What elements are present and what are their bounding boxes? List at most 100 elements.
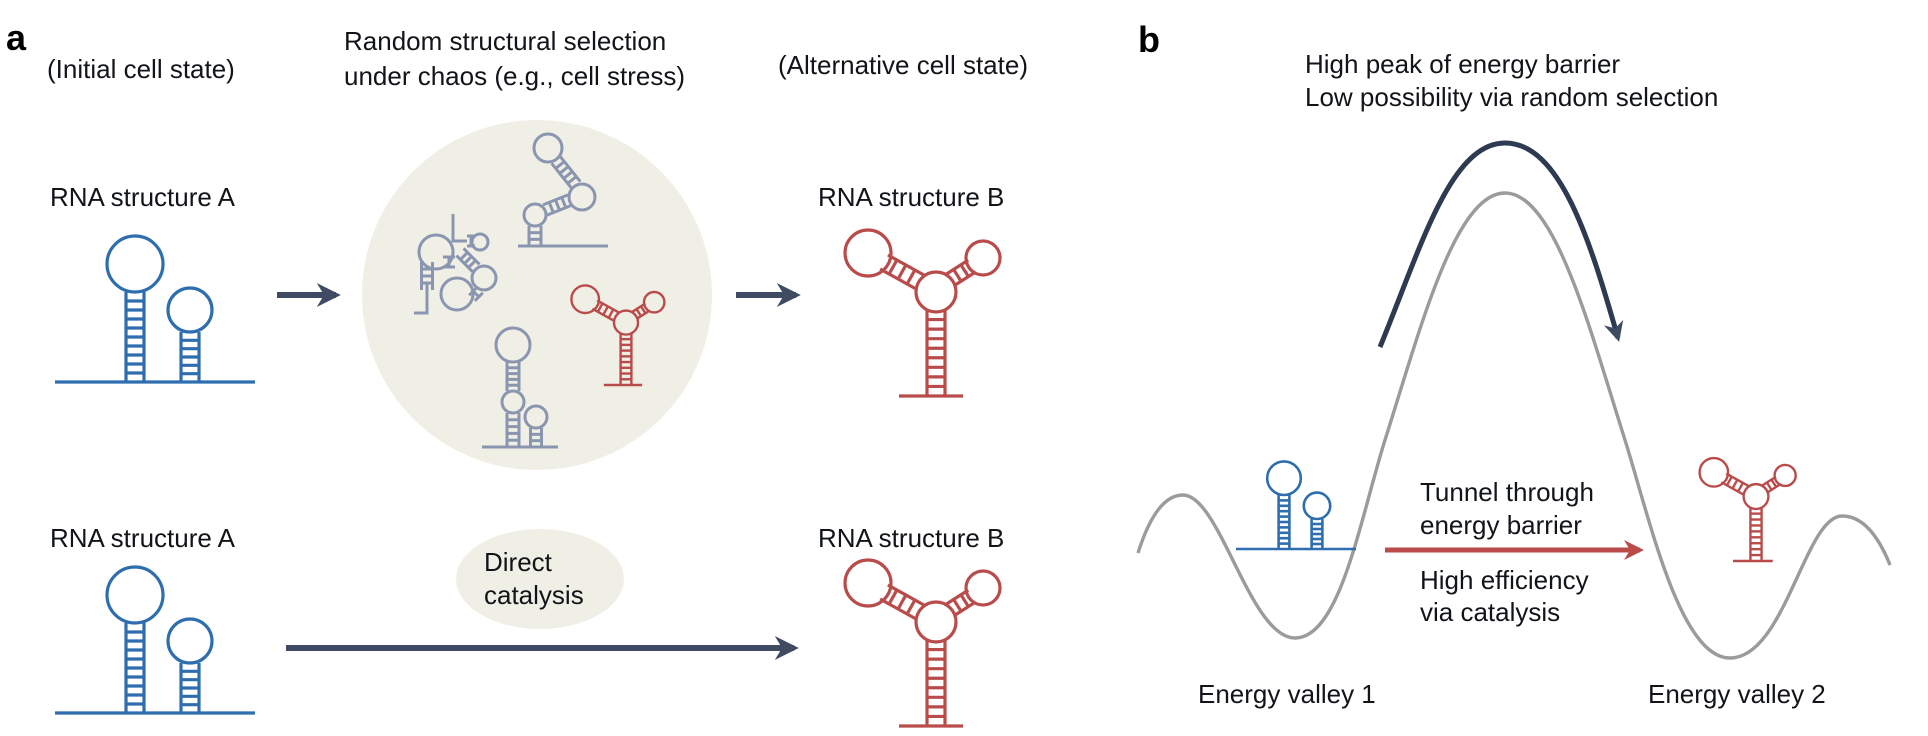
loop [1742,482,1770,511]
stem-strand [945,588,970,606]
loop [1698,456,1730,488]
base-pair-rung [952,598,963,613]
base-pair-rung [566,175,578,185]
barrier-crossing-arrow [1377,140,1624,348]
tunnel-label-line2: energy barrier [1420,510,1582,540]
base-pair-rung [887,589,899,605]
catalysis-label-line1: Direct [484,547,553,577]
base-pair-rung [635,308,643,317]
base-pair-rung [459,251,469,261]
base-pair-rung [1725,476,1733,486]
catalysis-label-line2: catalysis [484,580,584,610]
panel-label-b: b [1138,19,1160,60]
loop [166,286,214,334]
backbone [414,282,429,315]
base-pair-rung [467,259,477,269]
energy-valley-2-label: Energy valley 2 [1648,679,1826,709]
loop [105,234,165,294]
energy-landscape-curve [1136,191,1892,660]
loop [470,232,490,252]
base-pair-rung [1770,478,1778,488]
bottom-rna-structure-a [55,565,255,715]
loop [1773,463,1797,488]
loop [612,309,640,336]
base-pair-rung [554,160,566,170]
loop [470,264,498,292]
loop [532,132,564,164]
stem-strand [636,309,651,320]
bottom-rna-structure-b [843,558,1002,728]
base-pair-rung [463,255,473,265]
base-pair-rung [602,305,609,316]
initial-state-label: (Initial cell state) [47,54,235,84]
panel-label-a: a [6,17,27,58]
random-selection-label-line2: under chaos (e.g., cell stress) [344,61,685,91]
alternative-state-label: (Alternative cell state) [778,50,1028,80]
base-pair-rung [554,199,561,211]
valley2-rna-structure-b [1698,456,1797,563]
stem-strand [1766,483,1782,494]
loop [500,389,526,415]
base-pair-rung [959,593,970,608]
base-pair-rung [562,170,574,180]
catalysis-ellipse [456,529,624,629]
efficiency-label-line2: via catalysis [1420,597,1560,627]
random-structures-group [414,132,666,449]
barrier-label-line2: Low possibility via random selection [1305,82,1718,112]
efficiency-label-line1: High efficiency [1420,565,1589,595]
base-pair-rung [905,269,917,285]
base-pair-rung [1737,482,1744,493]
loop [417,233,455,271]
stem-strand [945,258,970,276]
base-pair-rung [560,196,568,209]
base-pair-rung [472,290,480,298]
loop [570,284,601,315]
valley1-rna-structure-a [1236,460,1356,551]
base-pair-rung [887,259,899,275]
loop [914,270,958,314]
loop [964,569,1002,607]
base-pair-rung [558,165,570,175]
top-rna-structure-b [843,228,1002,398]
stem-strand [462,247,481,266]
tunnel-label-line1: Tunnel through [1420,477,1594,507]
base-pair-rung [952,268,963,283]
loop [843,558,893,608]
base-pair-rung [547,201,555,214]
base-pair-rung [607,308,615,319]
loop [439,276,475,312]
barrier-label-line1: High peak of energy barrier [1305,49,1620,79]
loop [1265,460,1303,497]
loop [914,600,958,644]
stem-strand [1761,475,1777,487]
loop [843,228,893,278]
base-pair-rung [596,302,604,313]
loop [642,290,666,314]
base-pair-rung [639,305,647,314]
stem-strand [1725,472,1750,488]
base-pair-rung [905,599,917,615]
top-structure-b-label: RNA structure B [818,182,1004,212]
loop [567,182,597,212]
base-pair-rung [1731,479,1739,490]
top-structure-a-label: RNA structure A [50,182,236,212]
loop [494,326,532,364]
base-pair-rung [959,263,970,278]
loop [166,617,214,665]
bottom-structure-b-label: RNA structure B [818,523,1004,553]
bottom-structure-a-label: RNA structure A [50,523,236,553]
base-pair-rung [1765,481,1773,491]
random-selection-label-line1: Random structural selection [344,26,666,56]
top-rna-structure-a [55,234,255,384]
stem-strand [952,600,977,618]
backbone [451,214,467,243]
base-pair-rung [896,594,908,610]
loop [523,404,549,430]
stem-strand [952,270,977,288]
loop [1302,491,1332,521]
loop [964,239,1002,277]
loop [105,565,165,625]
energy-valley-1-label: Energy valley 1 [1198,679,1376,709]
loop [522,202,548,228]
